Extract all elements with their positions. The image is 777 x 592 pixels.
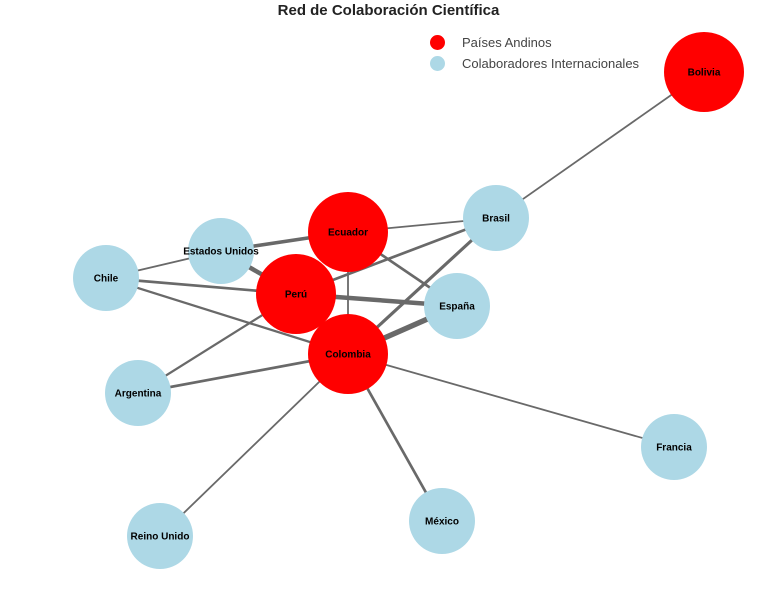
node-circle (73, 245, 139, 311)
chart-title: Red de Colaboración Científica (277, 2, 500, 19)
node-Estados Unidos: Estados Unidos (183, 218, 259, 284)
node-circle (641, 414, 707, 480)
node-circle (463, 185, 529, 251)
edge-Colombia-Chile (105, 276, 349, 356)
node-label: Ecuador (328, 228, 368, 239)
node-Brasil: Brasil (463, 185, 529, 251)
edge-Colombia-Francia (347, 353, 675, 448)
node-circle (664, 32, 744, 112)
node-label: Brasil (482, 214, 510, 225)
node-circle (409, 488, 475, 554)
node-Argentina: Argentina (105, 360, 171, 426)
node-México: México (409, 488, 475, 554)
node-label: Reino Unido (131, 532, 190, 543)
node-label: España (439, 302, 475, 313)
node-circle (308, 192, 388, 272)
node-Reino Unido: Reino Unido (127, 503, 193, 569)
legend-label: Países Andinos (462, 35, 552, 50)
node-Colombia: Colombia (308, 314, 388, 394)
legend-item-andinos: Países Andinos (430, 32, 639, 53)
node-label: Argentina (115, 389, 162, 400)
node-circle (308, 314, 388, 394)
node-circle (127, 503, 193, 569)
node-label: Colombia (325, 350, 371, 361)
node-circle (256, 254, 336, 334)
legend-marker-blue (430, 56, 445, 71)
legend: Países Andinos Colaboradores Internacion… (430, 32, 639, 74)
node-Perú: Perú (256, 254, 336, 334)
node-circle (424, 273, 490, 339)
node-Bolivia: Bolivia (664, 32, 744, 112)
node-label: Bolivia (688, 68, 721, 79)
edge-Bolivia-Brasil (495, 71, 705, 219)
node-label: Estados Unidos (183, 247, 259, 258)
legend-item-internacionales: Colaboradores Internacionales (430, 53, 639, 74)
node-circle (105, 360, 171, 426)
node-España: España (424, 273, 490, 339)
node-circle (188, 218, 254, 284)
node-label: Chile (94, 274, 119, 285)
node-label: México (425, 517, 459, 528)
node-Ecuador: Ecuador (308, 192, 388, 272)
node-Chile: Chile (73, 245, 139, 311)
node-Francia: Francia (641, 414, 707, 480)
node-label: Francia (656, 443, 692, 454)
legend-label: Colaboradores Internacionales (462, 56, 640, 71)
edge-Colombia-Reino Unido (159, 353, 349, 537)
node-label: Perú (285, 290, 307, 301)
legend-marker-red (430, 35, 445, 50)
